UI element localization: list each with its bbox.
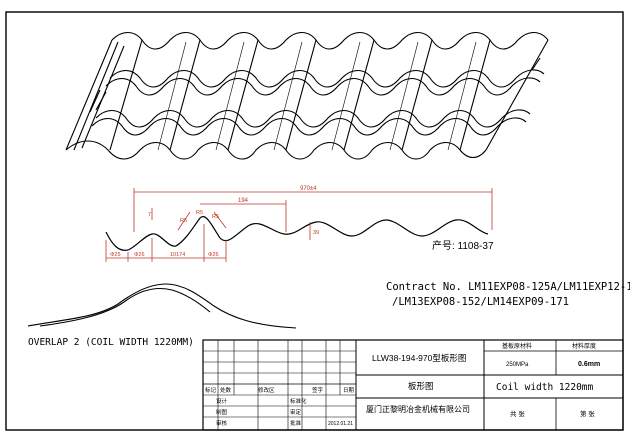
dim-radius-3: R5 xyxy=(212,214,219,220)
overlap-note: OVERLAP 2 (COIL WIDTH 1220MM) xyxy=(28,337,194,348)
contract-line-1: Contract No. LM11EXP08-125A/LM11EXP12-18… xyxy=(386,281,630,293)
tile-sheet-isometric xyxy=(65,31,549,160)
dim-overall: 970±4 xyxy=(300,186,317,192)
sheet-number: 第 张 xyxy=(580,409,595,418)
title-block xyxy=(202,339,624,431)
row-label-check: 审核 xyxy=(216,419,228,427)
rev-header-zone: 修改区 xyxy=(258,386,275,394)
dim-radius-1: R5 xyxy=(180,218,187,224)
coil-width: Coil width 1220mm xyxy=(496,382,594,393)
dim-pitch: 194 xyxy=(238,198,249,204)
row-label-approve: 批准 xyxy=(290,419,302,427)
row-label-draw: 制图 xyxy=(216,408,228,416)
profile-section: 970±4 194 Φ25 Φ26 10174 Φ26 39 R5 R5 R5 … xyxy=(105,186,494,262)
dim-radius-2: R5 xyxy=(196,210,203,216)
dim-span: 10174 xyxy=(170,252,185,258)
row-label-review: 审定 xyxy=(290,408,302,416)
overlap-sketch xyxy=(27,283,297,329)
material-header: 基板原材料 xyxy=(502,342,532,350)
rev-header-count: 处数 xyxy=(220,386,232,394)
company-name: 厦门正黎明冶金机械有限公司 xyxy=(366,404,470,414)
row-label-standard: 标准化 xyxy=(290,397,307,405)
dim-depth: 39 xyxy=(313,230,319,236)
rev-header-date: 日期 xyxy=(343,387,355,394)
rev-header-mark: 标记 xyxy=(205,386,217,394)
dim-end-right: Φ26 xyxy=(208,252,219,258)
profile-curve xyxy=(105,216,489,251)
thickness-value: 0.6mm xyxy=(578,361,600,368)
material-value: 250MPa xyxy=(506,362,529,368)
row-label-design: 设计 xyxy=(216,397,228,405)
drawing-frame xyxy=(5,11,624,431)
rev-header-sign: 签字 xyxy=(312,386,324,394)
title-block-title: LLW38-194-970型板形图 xyxy=(372,353,466,363)
dim-small-4: 7 xyxy=(148,212,151,218)
product-number: 产号: 1108-37 xyxy=(432,239,494,252)
dim-end-mid: Φ26 xyxy=(134,252,145,258)
contract-line-2: /LM13EXP08-152/LM14EXP09-171 xyxy=(392,296,569,308)
sheet-total: 共 张 xyxy=(510,409,525,418)
thickness-header: 材料厚度 xyxy=(572,342,596,350)
approval-date: 2012.01.21 xyxy=(328,421,353,427)
drawing-name: 板形图 xyxy=(408,381,434,391)
dim-end-left: Φ25 xyxy=(110,252,121,258)
